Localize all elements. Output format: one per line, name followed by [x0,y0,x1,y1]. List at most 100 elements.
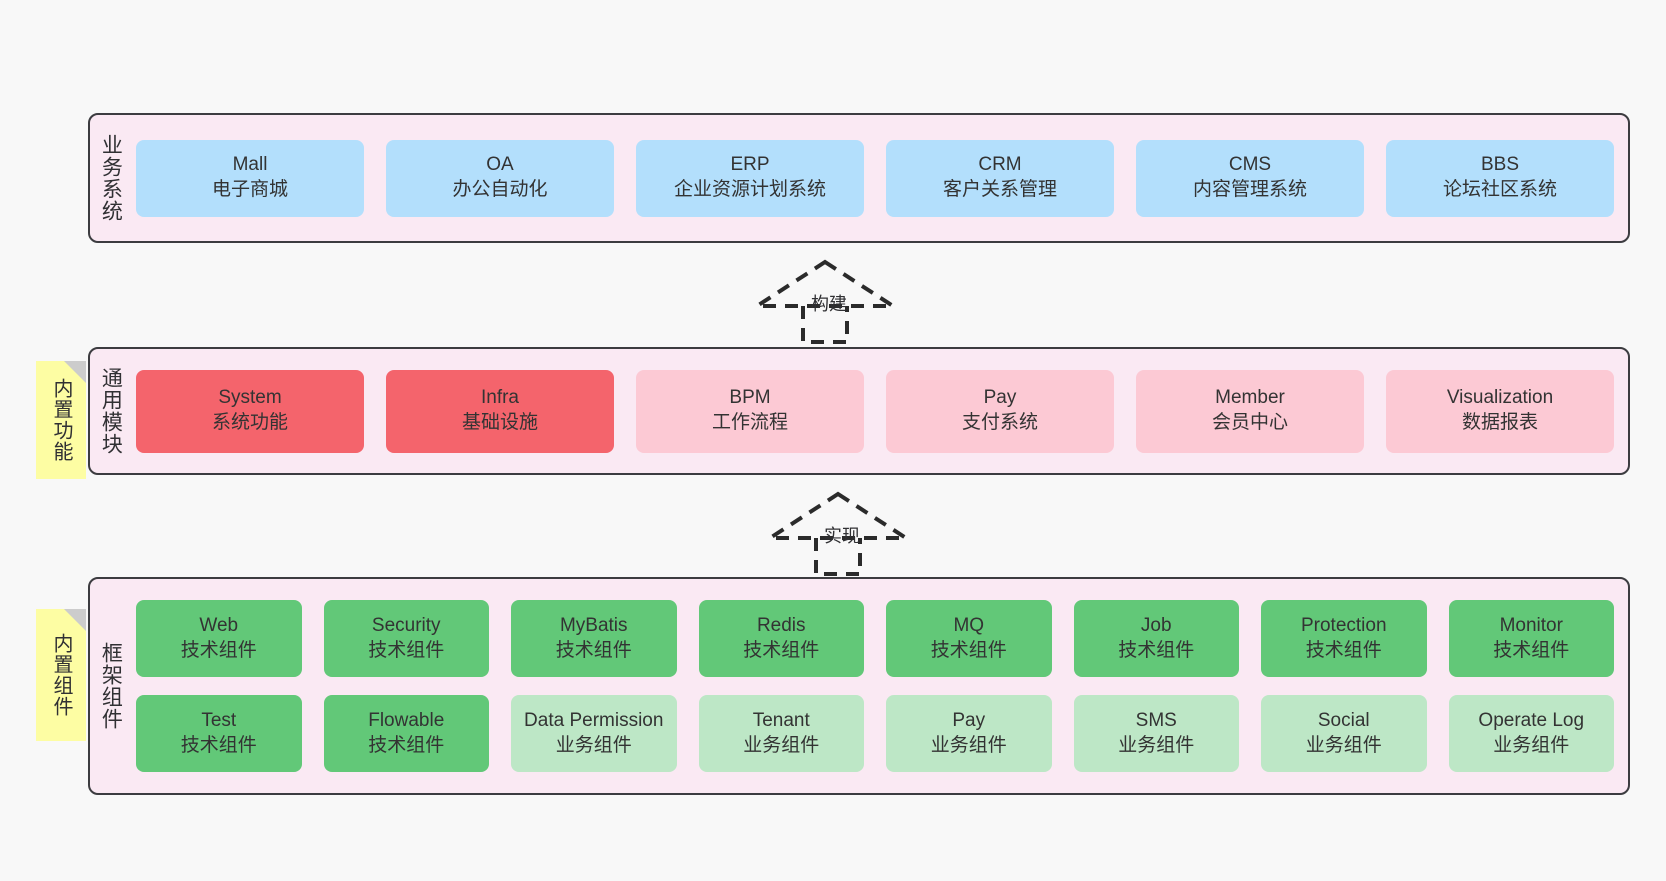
card-visualization-title: Visualization [1446,387,1554,409]
card-mall-subtitle: 电子商城 [211,179,288,200]
card-tenant-subtitle: 业务组件 [743,734,820,756]
card-system[interactable]: System 系统功能 [136,369,364,453]
card-sms-subtitle: 业务组件 [1118,734,1195,756]
card-cms[interactable]: CMS 内容管理系统 [1136,139,1364,217]
card-sms[interactable]: SMS 业务组件 [1073,695,1239,772]
sticky-note-builtin-component-label: 内置组件 [50,633,72,717]
card-bbs-subtitle: 论坛社区系统 [1442,179,1557,200]
layer-framework-component: 框架组件 Web 技术组件 Security 技术组件 MyBatis 技术组件… [88,577,1630,795]
card-pay-module-title: Pay [983,387,1017,409]
card-security[interactable]: Security 技术组件 [323,600,489,677]
card-mq-title: MQ [953,614,985,636]
card-erp-title: ERP [730,154,770,176]
card-member[interactable]: Member 会员中心 [1136,369,1364,453]
card-mq-subtitle: 技术组件 [930,639,1007,661]
layer-label-business-system: 业务系统 [99,134,123,222]
card-data-permission-title: Data Permission [524,709,664,731]
card-monitor-subtitle: 技术组件 [1493,639,1570,661]
card-web[interactable]: Web 技术组件 [136,600,302,677]
card-operate-log-subtitle: 业务组件 [1493,734,1570,756]
layer-body-business-system: Mall 电子商城 OA 办公自动化 ERP 企业资源计划系统 CRM 客户关系… [130,115,1628,241]
card-redis[interactable]: Redis 技术组件 [698,600,864,677]
card-job-title: Job [1140,614,1172,636]
card-web-subtitle: 技术组件 [180,639,257,661]
card-mybatis-subtitle: 技术组件 [555,639,632,661]
card-operate-log[interactable]: Operate Log 业务组件 [1448,695,1614,772]
card-infra-title: Infra [480,387,520,409]
card-pay-component-subtitle: 业务组件 [930,734,1007,756]
card-monitor[interactable]: Monitor 技术组件 [1448,600,1614,677]
card-cms-title: CMS [1228,154,1272,176]
sticky-fold-corner-icon [64,609,86,631]
card-protection-title: Protection [1300,614,1387,636]
card-test-title: Test [201,709,237,731]
card-mybatis[interactable]: MyBatis 技术组件 [511,600,677,677]
card-pay-component-title: Pay [952,709,986,731]
card-social-title: Social [1317,709,1370,731]
card-monitor-title: Monitor [1499,614,1563,636]
layer-common-module: 通用模块 System 系统功能 Infra 基础设施 BPM 工作流程 Pay… [88,347,1630,475]
card-test[interactable]: Test 技术组件 [136,695,302,772]
card-system-subtitle: 系统功能 [211,412,288,433]
card-crm-title: CRM [978,154,1022,176]
card-oa-title: OA [486,154,514,176]
card-visualization[interactable]: Visualization 数据报表 [1386,369,1614,453]
sticky-note-builtin-function-label: 内置功能 [50,378,72,462]
card-protection-subtitle: 技术组件 [1305,639,1382,661]
card-erp[interactable]: ERP 企业资源计划系统 [636,139,864,217]
card-web-title: Web [199,614,239,636]
connector-build: 构建 [750,258,905,344]
card-protection[interactable]: Protection 技术组件 [1261,600,1427,677]
card-mq[interactable]: MQ 技术组件 [886,600,1052,677]
card-redis-title: Redis [756,614,806,636]
card-oa-subtitle: 办公自动化 [452,179,548,200]
sticky-fold-corner-icon [64,361,86,383]
card-security-title: Security [371,614,441,636]
card-row-business-components: Test 技术组件 Flowable 技术组件 Data Permission … [136,695,1614,772]
card-job-subtitle: 技术组件 [1118,639,1195,661]
card-row-technical-components: Web 技术组件 Security 技术组件 MyBatis 技术组件 Redi… [136,600,1614,677]
card-mybatis-title: MyBatis [559,614,628,636]
card-flowable-title: Flowable [368,709,445,731]
card-security-subtitle: 技术组件 [368,639,445,661]
connector-build-icon [750,259,900,344]
card-social[interactable]: Social 业务组件 [1261,695,1427,772]
card-member-title: Member [1215,387,1285,409]
card-bbs[interactable]: BBS 论坛社区系统 [1386,139,1614,217]
card-redis-subtitle: 技术组件 [743,639,820,661]
card-visualization-subtitle: 数据报表 [1461,412,1538,433]
card-flowable-subtitle: 技术组件 [368,734,445,756]
card-pay-module-subtitle: 支付系统 [961,412,1038,433]
card-bpm[interactable]: BPM 工作流程 [636,369,864,453]
card-flowable[interactable]: Flowable 技术组件 [323,695,489,772]
card-bbs-title: BBS [1480,154,1520,176]
card-test-subtitle: 技术组件 [180,734,257,756]
card-job[interactable]: Job 技术组件 [1073,600,1239,677]
card-mall[interactable]: Mall 电子商城 [136,139,364,217]
card-sms-title: SMS [1135,709,1177,731]
layer-business-system: 业务系统 Mall 电子商城 OA 办公自动化 ERP 企业资源计划系统 CRM… [88,113,1630,243]
sticky-note-builtin-component: 内置组件 [36,609,86,741]
card-infra[interactable]: Infra 基础设施 [386,369,614,453]
card-bpm-subtitle: 工作流程 [711,412,788,433]
card-data-permission[interactable]: Data Permission 业务组件 [511,695,677,772]
card-erp-subtitle: 企业资源计划系统 [673,179,826,200]
card-crm[interactable]: CRM 客户关系管理 [886,139,1114,217]
card-infra-subtitle: 基础设施 [461,412,538,433]
layer-label-framework-component: 框架组件 [99,642,123,730]
card-pay-component[interactable]: Pay 业务组件 [886,695,1052,772]
card-oa[interactable]: OA 办公自动化 [386,139,614,217]
layer-body-common-module: System 系统功能 Infra 基础设施 BPM 工作流程 Pay 支付系统… [130,349,1628,473]
card-pay-module[interactable]: Pay 支付系统 [886,369,1114,453]
card-tenant-title: Tenant [752,709,810,731]
connector-build-label: 构建 [811,294,847,314]
card-bpm-title: BPM [729,387,771,409]
connector-implement-label: 实现 [824,526,860,546]
card-cms-subtitle: 内容管理系统 [1192,179,1307,200]
card-tenant[interactable]: Tenant 业务组件 [698,695,864,772]
card-operate-log-title: Operate Log [1478,709,1585,731]
card-data-permission-subtitle: 业务组件 [555,734,632,756]
card-crm-subtitle: 客户关系管理 [942,179,1057,200]
card-row-common-module: System 系统功能 Infra 基础设施 BPM 工作流程 Pay 支付系统… [136,369,1614,453]
